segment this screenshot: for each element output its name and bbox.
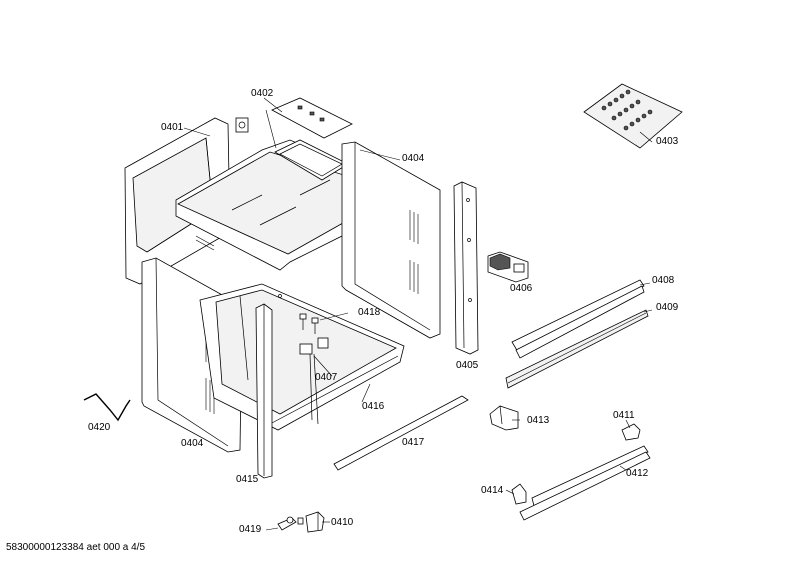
part-0403-screw-bag bbox=[583, 83, 683, 149]
label-0410: 0410 bbox=[331, 517, 354, 528]
leader-lines bbox=[183, 97, 653, 531]
label-0404-top: 0404 bbox=[402, 153, 425, 164]
label-0412: 0412 bbox=[626, 468, 649, 479]
label-0407: 0407 bbox=[315, 372, 338, 383]
label-0413: 0413 bbox=[527, 415, 550, 426]
part-0413-bracket bbox=[489, 405, 519, 431]
part-0420-wire-handle bbox=[83, 393, 131, 422]
part-0405-vertical-strip bbox=[453, 181, 479, 355]
label-0415: 0415 bbox=[236, 474, 259, 485]
part-0409-seal-strip bbox=[505, 309, 649, 389]
label-0414: 0414 bbox=[481, 485, 504, 496]
part-0411-clip bbox=[621, 423, 641, 441]
part-0407-sensor bbox=[299, 337, 329, 425]
part-0412-lower-rail bbox=[519, 445, 651, 521]
label-0420: 0420 bbox=[88, 422, 111, 433]
label-0418: 0418 bbox=[358, 307, 381, 318]
document-id-footer: 58300000123384 aet 000 a 4/5 bbox=[6, 542, 146, 553]
part-0419-screw bbox=[277, 516, 304, 531]
label-0409: 0409 bbox=[656, 302, 679, 313]
part-0418-screws bbox=[299, 313, 319, 334]
label-0408: 0408 bbox=[652, 275, 675, 286]
part-0417-strip bbox=[333, 395, 469, 471]
label-0401: 0401 bbox=[161, 122, 184, 133]
label-0417: 0417 bbox=[402, 437, 425, 448]
part-0408-rail bbox=[511, 279, 645, 359]
part-0406-lock bbox=[487, 251, 529, 283]
label-0416: 0416 bbox=[362, 401, 385, 412]
label-0406: 0406 bbox=[510, 283, 533, 294]
label-0405: 0405 bbox=[456, 360, 479, 371]
part-0414-small-bracket bbox=[511, 483, 527, 505]
part-0404-side-panel-right bbox=[341, 141, 441, 339]
label-0404-bottom: 0404 bbox=[181, 438, 204, 449]
label-0419: 0419 bbox=[239, 524, 262, 535]
label-0411: 0411 bbox=[613, 410, 635, 421]
part-0415-front-strip bbox=[255, 303, 273, 479]
part-0410-clamp bbox=[305, 511, 325, 533]
label-0403: 0403 bbox=[656, 136, 679, 147]
label-0402: 0402 bbox=[251, 88, 274, 99]
